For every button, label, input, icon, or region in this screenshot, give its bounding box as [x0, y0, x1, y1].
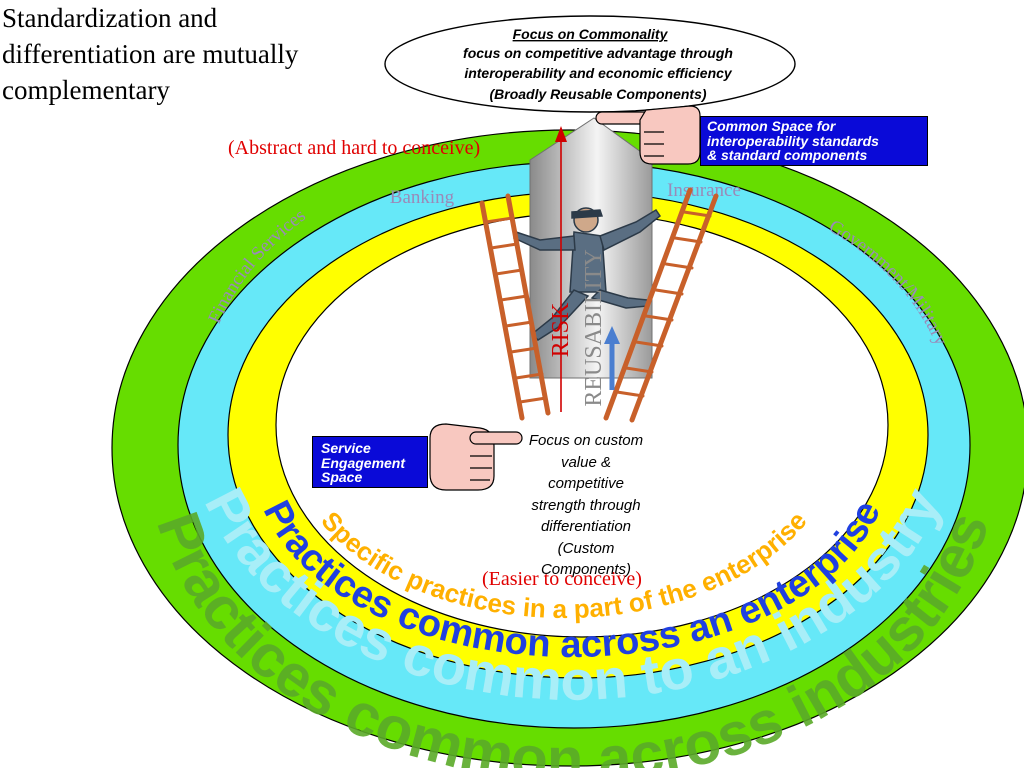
custom-focus-line: Components): [540, 561, 632, 578]
commonality-ellipse: [384, 15, 796, 113]
service-engagement-box: Service Engagement Space: [312, 436, 428, 488]
heading-line: differentiation are mutually: [2, 39, 299, 69]
custom-focus-line: differentiation: [540, 518, 632, 535]
slide-heading: Standardization and differentiation are …: [2, 0, 382, 108]
custom-focus-line: (Custom: [557, 539, 615, 557]
service-line: Service: [321, 440, 371, 456]
reusability-arrow: [604, 326, 620, 390]
service-line: Engagement: [321, 454, 406, 471]
common-space-line: Common Space for: [707, 118, 836, 134]
custom-focus-text: Focus on custom value & competitive stre…: [494, 430, 678, 581]
common-space-box: Common Space for interoperability standa…: [700, 116, 928, 166]
commonality-line2: interoperability and economic efficiency: [464, 65, 733, 81]
right-ladder: [603, 187, 719, 423]
custom-focus-line: value &: [560, 453, 612, 471]
reusability-label: REUSABILITY: [581, 249, 607, 406]
pointing-hand-icon: [429, 423, 523, 491]
abstract-note: (Abstract and hard to conceive): [228, 137, 481, 159]
common-space-line: interoperability standards: [707, 132, 879, 149]
heading-line: Standardization and: [2, 3, 218, 33]
commonality-title: Focus on Commonality: [513, 26, 669, 42]
custom-focus-line: strength through: [531, 496, 641, 514]
domain-banking: Banking: [390, 187, 455, 208]
leaping-businessman-figure: [513, 207, 662, 341]
commonality-line1: focus on competitive advantage through: [463, 45, 733, 61]
left-ladder: [479, 193, 551, 421]
concentric-rings: [111, 129, 1024, 767]
risk-arrow: [555, 126, 567, 412]
commonality-line3: (Broadly Reusable Components): [489, 86, 706, 102]
custom-focus-line: competitive: [548, 475, 624, 492]
easier-note: (Easier to conceive): [482, 568, 642, 590]
domain-insurance: Insurance: [667, 180, 741, 201]
service-line: Space: [321, 469, 363, 485]
heading-line: complementary: [2, 75, 170, 105]
custom-focus-line: Focus on custom: [528, 432, 644, 449]
common-space-line: & standard components: [707, 147, 868, 163]
risk-label: RISK: [548, 302, 574, 357]
pointing-hand-icon: [595, 105, 701, 165]
